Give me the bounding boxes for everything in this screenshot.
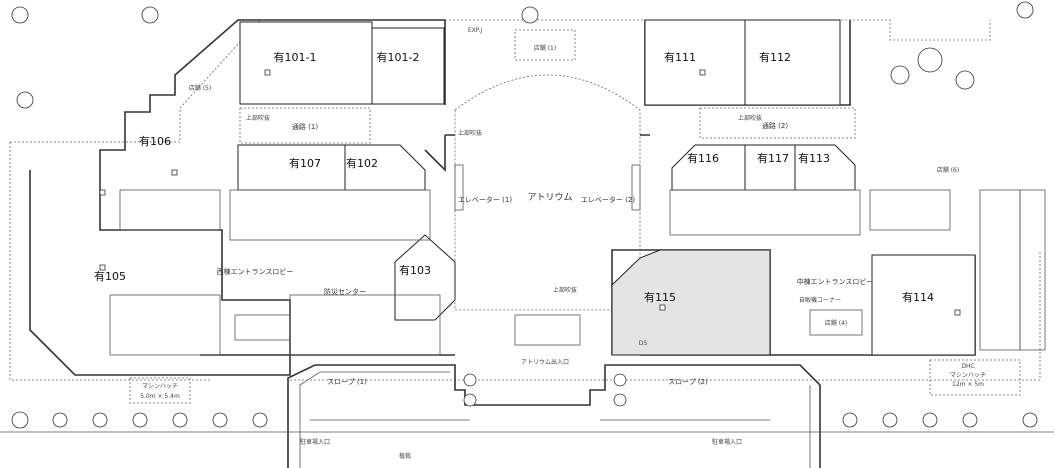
trees xyxy=(11,1,1038,429)
label-107: 有107 xyxy=(289,156,321,170)
center-core xyxy=(669,189,1046,351)
dhc-hatch-label: マシンハッチ xyxy=(950,372,986,379)
site-boundary xyxy=(9,19,1041,381)
parking-entrance-1: 駐車場入口 xyxy=(300,438,330,446)
tenant-102[interactable] xyxy=(344,144,426,191)
tenant-117[interactable] xyxy=(744,144,796,191)
west-lobby-label: 西棟エントランスロビー xyxy=(217,267,294,276)
parking-entrance-2: 駐車場入口 xyxy=(712,438,742,446)
ds-label: DS xyxy=(639,340,648,347)
machine-hatch-label: マシンハッチ xyxy=(142,383,178,390)
label-101-2: 有101-2 xyxy=(377,50,420,64)
label-105: 有105 xyxy=(94,269,126,283)
slope-2-label: スロープ (2) xyxy=(668,378,708,386)
passage-1-label: 通路 (1) xyxy=(292,122,318,131)
upper-void-label-2: 上部吹抜 xyxy=(458,129,482,137)
upper-void-label-3: 上部吹抜 xyxy=(738,114,762,122)
atrium-outline xyxy=(454,74,641,311)
dhc-hatch xyxy=(929,359,1021,396)
label-116: 有116 xyxy=(687,151,719,165)
west-wing-wall xyxy=(29,19,445,376)
center-lobby-label: 中棟エントランスロビー xyxy=(797,277,874,286)
upper-void-label-4: 上部吹抜 xyxy=(553,286,577,294)
slope-lanes xyxy=(299,371,811,468)
label-106: 有106 xyxy=(139,134,171,148)
label-117: 有117 xyxy=(757,151,789,165)
tenant-103[interactable] xyxy=(394,234,456,321)
label-111: 有111 xyxy=(664,50,696,64)
stage-1 xyxy=(514,29,576,61)
exp-j-label: EXP.J xyxy=(468,27,482,34)
store-4-label: 店舗 (4) xyxy=(825,319,847,327)
label-101-1: 有101-1 xyxy=(274,50,317,64)
columns xyxy=(99,69,961,316)
label-114: 有114 xyxy=(902,290,934,304)
dhc-label: DHC xyxy=(961,363,974,370)
tenant-112[interactable] xyxy=(744,19,841,106)
tenant-101-2[interactable] xyxy=(371,27,445,105)
label-103: 有103 xyxy=(399,263,431,277)
passage-2-label: 通路 (2) xyxy=(762,121,788,130)
atrium-label: アトリウム xyxy=(527,192,572,203)
south-wall xyxy=(200,249,976,356)
escalator-1 xyxy=(454,164,464,211)
tenant-114[interactable] xyxy=(871,254,976,356)
label-112: 有112 xyxy=(759,50,791,64)
passage-1-void xyxy=(239,107,371,144)
atrium-entrance-frame xyxy=(514,314,581,346)
tenant-101-1[interactable] xyxy=(239,21,373,105)
label-113: 有113 xyxy=(798,151,830,165)
slope-1-label: スロープ (1) xyxy=(327,378,367,386)
store-6-label: 店舗 (6) xyxy=(937,166,959,174)
slope-plaza xyxy=(287,364,821,468)
elevator-1-label: エレベーター (1) xyxy=(458,195,512,204)
atrium-entrance-label: アトリウム出入口 xyxy=(521,358,569,366)
upper-void-label-1: 上部吹抜 xyxy=(246,114,270,122)
disaster-center-label: 防災センター xyxy=(324,287,366,296)
planting-label: 植栽 xyxy=(399,452,411,460)
tenant-113[interactable] xyxy=(794,144,856,191)
west-core xyxy=(109,189,441,356)
tenant-115[interactable] xyxy=(611,249,771,356)
machine-hatch-size: 5.0m × 5.4m xyxy=(140,393,180,400)
label-115: 有115 xyxy=(644,290,676,304)
elevator-2-label: エレベーター (2) xyxy=(581,195,635,204)
store-5-label: 店舗 (5) xyxy=(189,84,211,92)
machine-hatch-box xyxy=(129,377,191,404)
dhc-size: 12m × 5m xyxy=(952,381,984,388)
vending-corner-label: 自販機コーナー xyxy=(799,296,841,304)
stage-1-label: 店舗 (1) xyxy=(534,44,556,52)
passage-2-void xyxy=(699,107,856,139)
escalator-2 xyxy=(631,164,641,211)
label-102: 有102 xyxy=(346,156,378,170)
